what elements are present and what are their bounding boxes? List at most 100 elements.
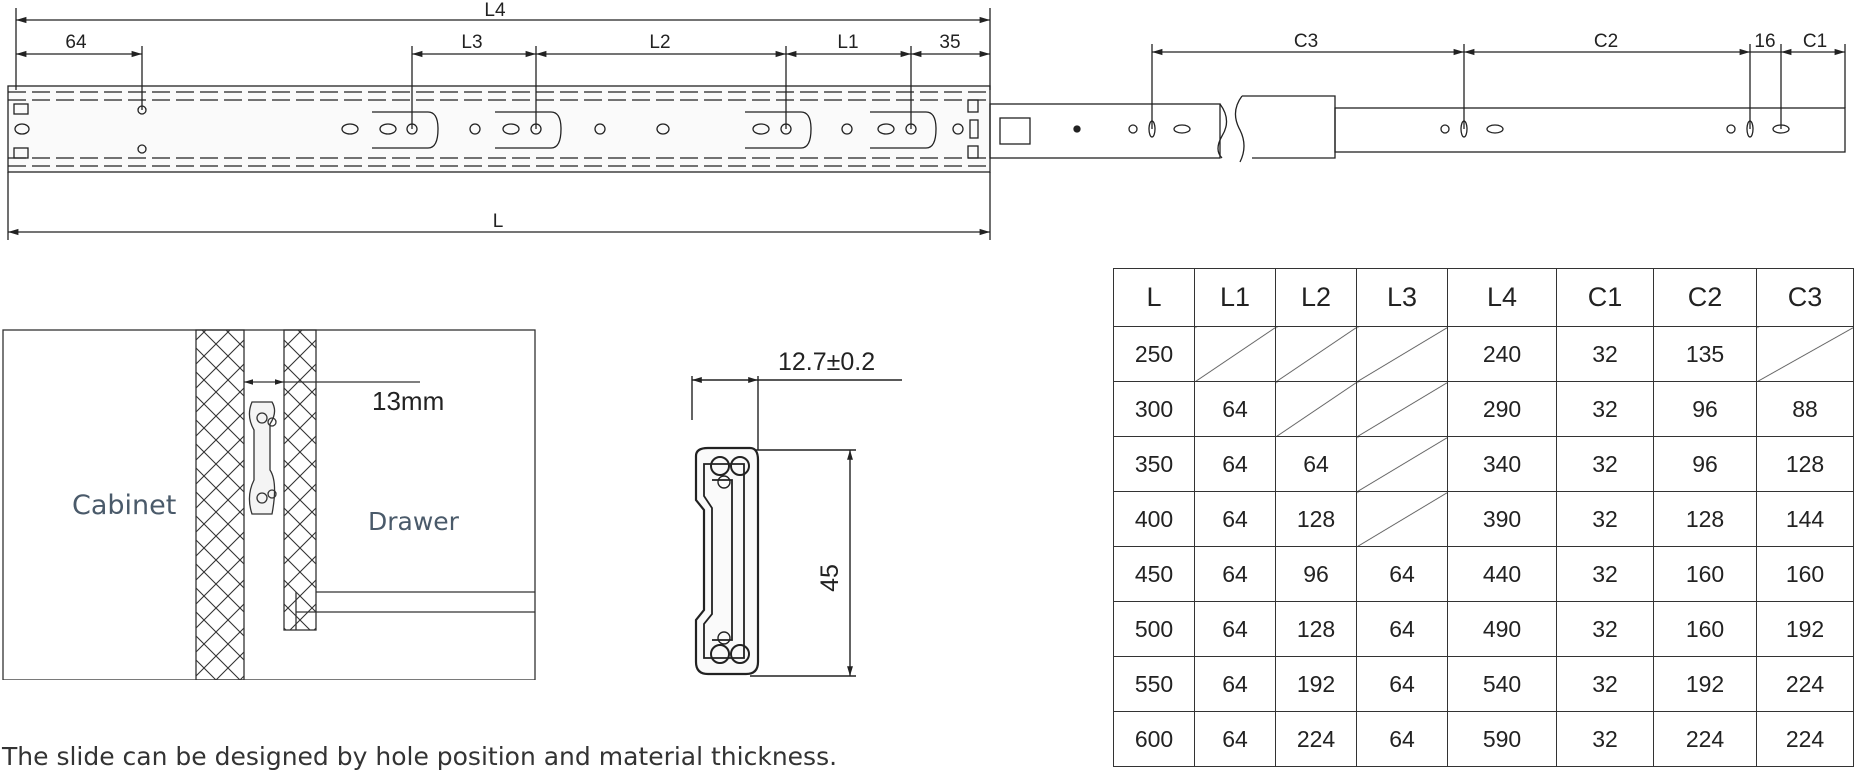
table-cell: 88 xyxy=(1756,381,1854,437)
table-cell: 160 xyxy=(1756,546,1854,602)
table-cell: 224 xyxy=(1756,656,1854,712)
table-cell: 32 xyxy=(1556,711,1654,767)
table-cell: 128 xyxy=(1653,491,1757,547)
table-cell: 450 xyxy=(1113,546,1195,602)
table-cell: 340 xyxy=(1447,436,1557,492)
table-cell: 250 xyxy=(1113,326,1195,382)
table-cell xyxy=(1275,326,1357,382)
table-cell: 240 xyxy=(1447,326,1557,382)
table-cell xyxy=(1356,326,1448,382)
header-C3: C3 xyxy=(1756,268,1854,327)
label-gap: 13mm xyxy=(372,386,444,416)
dim-16: 16 xyxy=(1754,31,1775,52)
table-cell: 32 xyxy=(1556,601,1654,657)
table-cell: 440 xyxy=(1447,546,1557,602)
table-cell: 64 xyxy=(1194,491,1276,547)
dim-L1: L1 xyxy=(837,32,858,53)
table-cell: 160 xyxy=(1653,546,1757,602)
dim-L2: L2 xyxy=(649,32,670,53)
table-cell: 64 xyxy=(1194,381,1276,437)
header-L2: L2 xyxy=(1275,268,1357,327)
table-cell: 135 xyxy=(1653,326,1757,382)
slide-rail-drawing: L4 64 L3 L2 L1 35 L C3 C2 16 C1 xyxy=(7,0,1846,240)
header-L4: L4 xyxy=(1447,268,1557,327)
table-cell: 64 xyxy=(1275,436,1357,492)
header-L1: L1 xyxy=(1194,268,1276,327)
table-cell: 224 xyxy=(1653,711,1757,767)
slide-profile-drawing: 12.7±0.2 45 xyxy=(691,348,902,677)
header-L: L xyxy=(1113,268,1195,327)
drawer-panel xyxy=(283,329,317,631)
table-cell: 540 xyxy=(1447,656,1557,712)
table-cell: 144 xyxy=(1756,491,1854,547)
table-cell: 64 xyxy=(1194,546,1276,602)
table-cell: 64 xyxy=(1194,711,1276,767)
table-cell: 128 xyxy=(1756,436,1854,492)
table-cell: 32 xyxy=(1556,326,1654,382)
table-cell: 96 xyxy=(1653,436,1757,492)
dim-C3: C3 xyxy=(1294,31,1318,52)
table-cell: 590 xyxy=(1447,711,1557,767)
table-cell: 64 xyxy=(1194,656,1276,712)
table-cell: 64 xyxy=(1356,711,1448,767)
inner-rail xyxy=(989,103,1221,159)
outer-rail xyxy=(7,85,991,173)
cabinet-panel xyxy=(195,329,245,680)
table-cell: 290 xyxy=(1447,381,1557,437)
label-thickness: 12.7±0.2 xyxy=(778,348,875,376)
table-cell: 400 xyxy=(1113,491,1195,547)
dim-64: 64 xyxy=(65,32,87,53)
table-cell: 32 xyxy=(1556,381,1654,437)
table-cell: 224 xyxy=(1756,711,1854,767)
header-C1: C1 xyxy=(1556,268,1654,327)
table-cell xyxy=(1275,381,1357,437)
table-cell xyxy=(1756,326,1854,382)
table-cell: 390 xyxy=(1447,491,1557,547)
table-cell: 128 xyxy=(1275,601,1357,657)
table-cell: 96 xyxy=(1275,546,1357,602)
table-cell: 192 xyxy=(1275,656,1357,712)
table-cell xyxy=(1356,436,1448,492)
table-cell: 32 xyxy=(1556,546,1654,602)
table-cell: 96 xyxy=(1653,381,1757,437)
dim-L4: L4 xyxy=(484,0,506,21)
dim-C2: C2 xyxy=(1594,31,1618,52)
table-cell: 490 xyxy=(1447,601,1557,657)
table-cell: 64 xyxy=(1194,436,1276,492)
table-cell: 600 xyxy=(1113,711,1195,767)
installation-section-drawing: 13mm Cabinet Drawer xyxy=(2,329,536,680)
table-cell: 64 xyxy=(1356,601,1448,657)
table-cell: 32 xyxy=(1556,436,1654,492)
table-cell: 192 xyxy=(1653,656,1757,712)
table-cell xyxy=(1194,326,1276,382)
table-cell: 300 xyxy=(1113,381,1195,437)
table-cell: 64 xyxy=(1356,656,1448,712)
table-cell: 64 xyxy=(1356,546,1448,602)
header-C2: C2 xyxy=(1653,268,1757,327)
header-L3: L3 xyxy=(1356,268,1448,327)
dim-L: L xyxy=(493,211,504,232)
table-cell: 32 xyxy=(1556,656,1654,712)
table-cell: 350 xyxy=(1113,436,1195,492)
table-cell: 128 xyxy=(1275,491,1357,547)
dim-C1: C1 xyxy=(1803,31,1827,52)
label-cabinet: Cabinet xyxy=(72,490,176,521)
dim-35: 35 xyxy=(939,32,960,53)
table-cell: 32 xyxy=(1556,491,1654,547)
table-cell: 550 xyxy=(1113,656,1195,712)
table-cell xyxy=(1356,491,1448,547)
caption: The slide can be designed by hole positi… xyxy=(2,742,838,771)
table-cell: 500 xyxy=(1113,601,1195,657)
table-cell: 64 xyxy=(1194,601,1276,657)
label-height: 45 xyxy=(816,564,844,592)
table-cell: 160 xyxy=(1653,601,1757,657)
